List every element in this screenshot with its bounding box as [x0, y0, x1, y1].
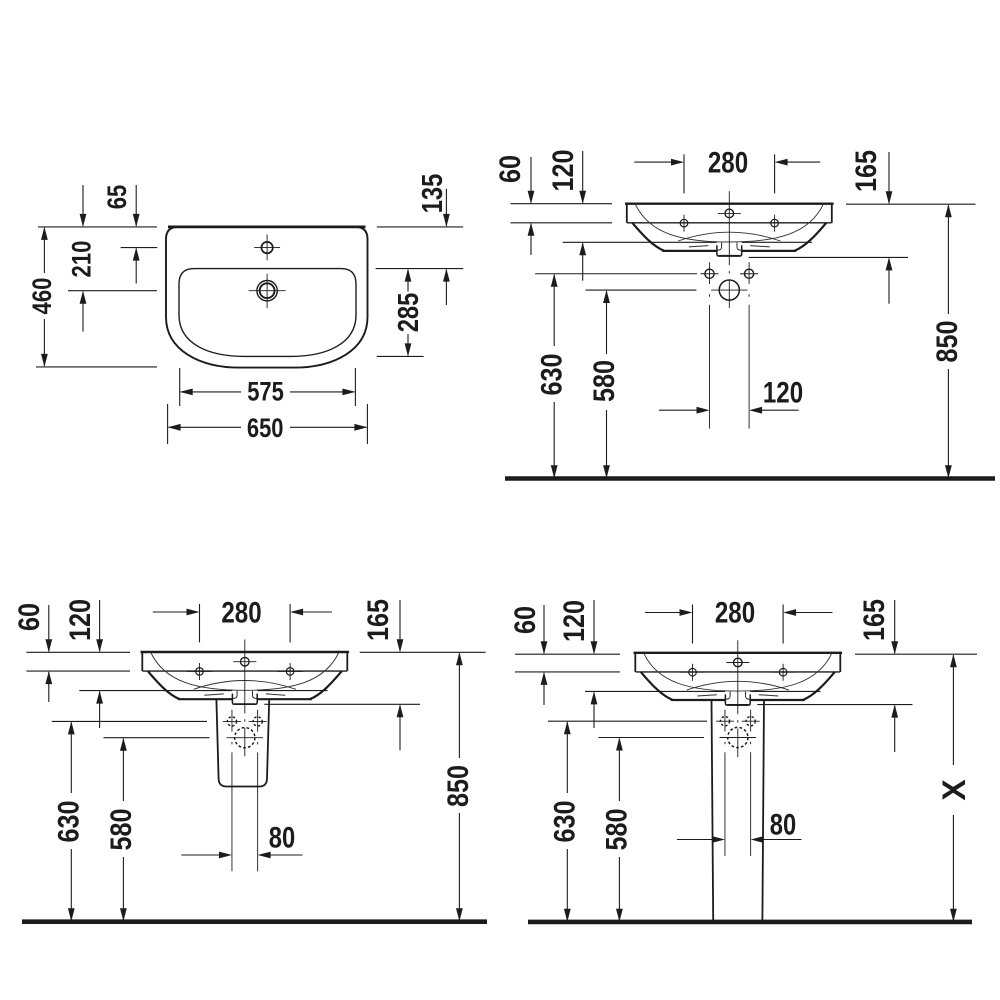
svg-text:135: 135: [417, 174, 449, 214]
svg-text:120: 120: [763, 376, 803, 409]
svg-text:X: X: [936, 779, 972, 801]
svg-text:630: 630: [535, 354, 568, 396]
svg-text:165: 165: [858, 599, 891, 641]
svg-text:580: 580: [588, 360, 621, 402]
svg-text:575: 575: [247, 376, 284, 406]
svg-text:850: 850: [442, 765, 475, 807]
svg-text:165: 165: [362, 599, 395, 641]
svg-text:65: 65: [102, 185, 132, 210]
svg-text:120: 120: [547, 150, 580, 192]
svg-text:280: 280: [221, 596, 261, 629]
svg-text:120: 120: [558, 600, 591, 642]
svg-text:650: 650: [247, 413, 284, 443]
svg-text:280: 280: [715, 596, 755, 629]
svg-text:460: 460: [27, 278, 57, 315]
svg-text:850: 850: [931, 321, 964, 363]
svg-text:580: 580: [105, 809, 138, 851]
svg-text:285: 285: [393, 293, 425, 333]
svg-text:80: 80: [269, 821, 295, 854]
svg-text:80: 80: [770, 808, 796, 841]
svg-text:60: 60: [509, 606, 542, 634]
svg-text:60: 60: [13, 603, 46, 631]
svg-text:630: 630: [548, 801, 581, 843]
svg-text:60: 60: [494, 155, 527, 183]
svg-text:280: 280: [708, 146, 748, 179]
svg-text:210: 210: [67, 241, 97, 278]
svg-text:580: 580: [601, 809, 634, 851]
svg-text:165: 165: [850, 150, 883, 192]
svg-text:120: 120: [64, 599, 97, 641]
svg-text:630: 630: [53, 801, 86, 843]
